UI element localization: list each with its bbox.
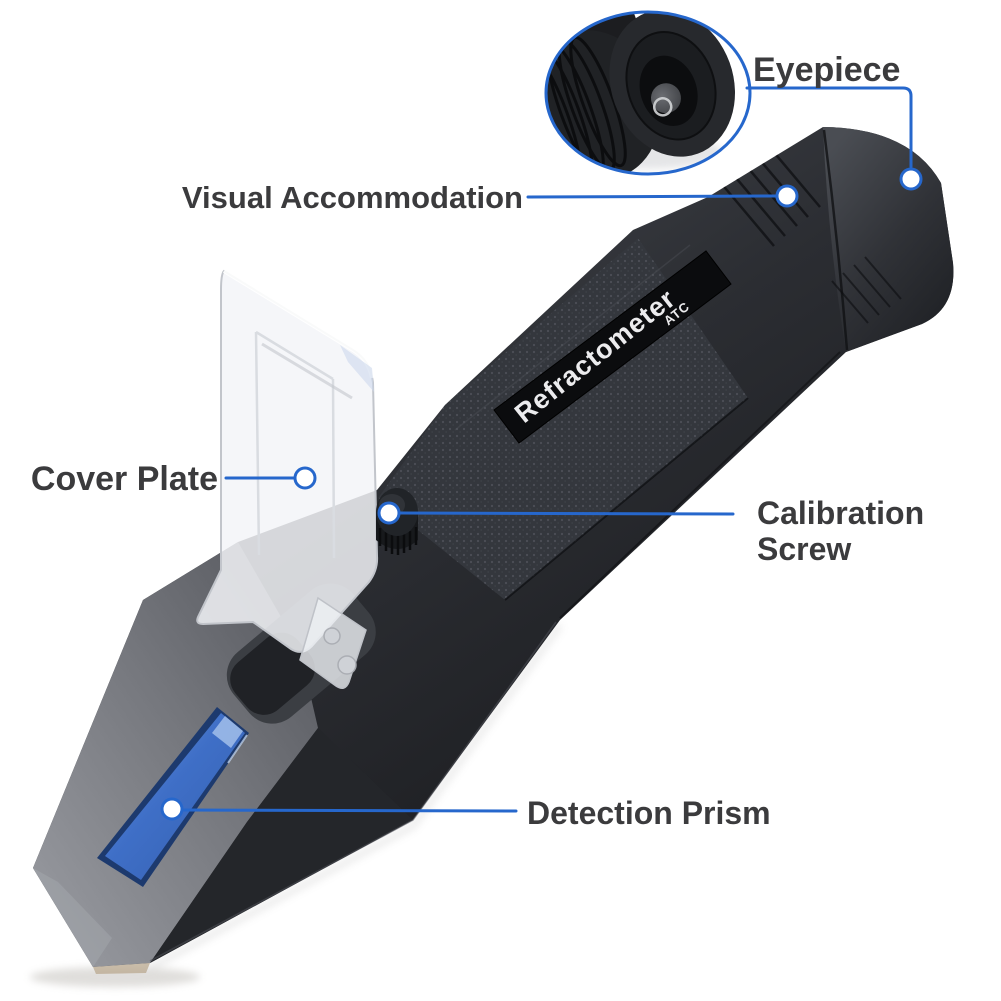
label-plate [493,250,732,444]
prism-glare [212,716,243,748]
label-calibration-line1: Calibration [757,495,924,531]
eyepiece-closeup [546,12,736,174]
knob-knurling [378,527,418,555]
ring [546,48,583,174]
drop-shadows [30,622,563,987]
leader-line-eyepiece [745,86,913,169]
label-eyepiece: Eyepiece [753,51,900,89]
cover-plate-body [196,269,379,653]
eyepiece-cup [823,127,954,352]
lens-reflection [652,97,673,117]
refractometer-device: Refractometer ATC [33,127,954,974]
inset-photo [546,12,736,174]
bottom-bevel-highlight [149,621,557,962]
leader-line-visual-accommodation [526,194,778,199]
hinge-pin [323,627,341,645]
callout-dot-cover-plate [293,466,317,490]
callout-dot-calibration-screw [377,501,401,525]
tip-highlight [33,868,112,967]
cover-plate-flap [196,269,379,689]
label-detection-prism: Detection Prism [527,795,771,831]
rib [864,256,902,300]
top-edge-sheen [454,244,691,431]
label-visual-accommodation: Visual Accommodation [182,180,523,215]
eyepiece-inset [544,10,752,176]
cup-seam [822,129,849,351]
hinge-pin [337,655,357,675]
plate-streak [261,342,353,400]
detection-prism-window [97,707,249,887]
plate-inner-panel [254,330,336,559]
callout-dot-detection-prism [160,797,184,821]
wedge-side-face [150,728,413,963]
rib [853,264,891,308]
callout-labels: Eyepiece Visual Accommodation Cover Plat… [31,51,924,831]
lower-seam [559,351,841,619]
leader-line-calibration-screw [398,511,735,516]
grip-seam [504,397,749,601]
label-calibration-line2: Screw [757,531,851,567]
prism-glass [105,713,245,880]
callout-leader-lines [182,86,913,813]
tip-base-edge [93,963,150,974]
hinge-knuckle [230,632,315,715]
cup-ribs [831,256,902,324]
prism-edge-glint [227,734,248,764]
callout-dots [160,167,923,821]
rib [842,272,880,316]
inset-circle-border [544,10,752,176]
leader-line-detection-prism [182,808,518,813]
callout-dot-eyepiece [899,167,923,191]
label-cover-plate: Cover Plate [31,460,218,498]
eyepiece-barrel-end [822,127,954,352]
body-edge-shadow [148,622,563,972]
tip-shadow [30,967,200,987]
rib [831,280,869,324]
plate-corner-tint [340,345,374,392]
callout-dot-visual-accommodation [775,184,799,208]
